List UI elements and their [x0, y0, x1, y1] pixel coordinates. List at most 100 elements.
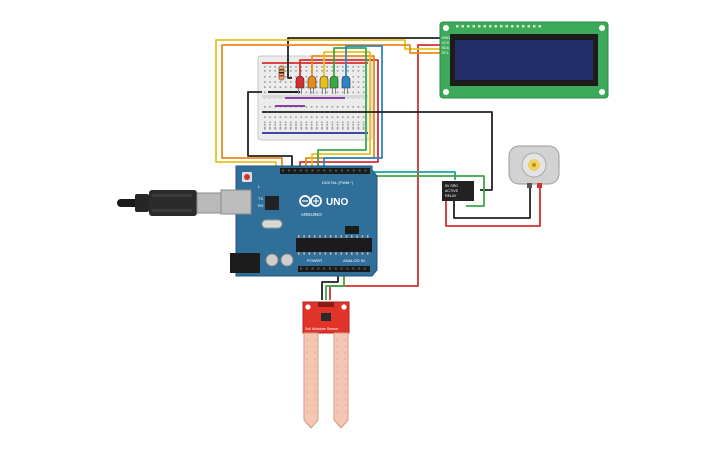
- breadboard-hole[interactable]: [316, 91, 318, 94]
- breadboard-hole[interactable]: [336, 91, 339, 94]
- breadboard-hole[interactable]: [336, 70, 339, 72]
- breadboard-hole[interactable]: [269, 81, 271, 83]
- breadboard-hole[interactable]: [336, 106, 339, 108]
- header-pin[interactable]: [329, 169, 332, 172]
- breadboard-hole[interactable]: [352, 91, 354, 94]
- breadboard-hole[interactable]: [284, 124, 287, 126]
- breadboard-hole[interactable]: [342, 106, 344, 108]
- breadboard-hole[interactable]: [279, 126, 282, 129]
- breadboard-hole[interactable]: [326, 128, 328, 130]
- breadboard-hole[interactable]: [321, 121, 323, 124]
- breadboard-hole[interactable]: [326, 126, 328, 129]
- breadboard-hole[interactable]: [342, 76, 344, 78]
- breadboard-hole[interactable]: [331, 121, 334, 124]
- breadboard-hole[interactable]: [269, 106, 271, 108]
- breadboard-hole[interactable]: [331, 70, 334, 72]
- breadboard-hole[interactable]: [321, 126, 323, 129]
- breadboard-hole[interactable]: [352, 86, 354, 88]
- header-pin[interactable]: [352, 169, 355, 172]
- breadboard-hole[interactable]: [264, 86, 266, 88]
- breadboard-hole[interactable]: [274, 126, 276, 129]
- breadboard-hole[interactable]: [269, 86, 271, 88]
- breadboard-hole[interactable]: [347, 70, 349, 72]
- breadboard-hole[interactable]: [274, 66, 276, 68]
- breadboard-hole[interactable]: [352, 106, 354, 108]
- breadboard-hole[interactable]: [321, 70, 323, 72]
- breadboard-hole[interactable]: [347, 128, 349, 130]
- breadboard-hole[interactable]: [331, 126, 334, 129]
- breadboard-hole[interactable]: [326, 70, 328, 72]
- header-pin[interactable]: [293, 169, 296, 172]
- breadboard-hole[interactable]: [316, 106, 318, 108]
- breadboard-hole[interactable]: [362, 106, 365, 108]
- breadboard-hole[interactable]: [362, 121, 365, 124]
- breadboard-hole[interactable]: [274, 116, 276, 118]
- breadboard-hole[interactable]: [321, 66, 323, 68]
- breadboard-hole[interactable]: [336, 124, 339, 126]
- header-pin[interactable]: [364, 169, 367, 172]
- breadboard-hole[interactable]: [336, 121, 339, 124]
- breadboard-hole[interactable]: [321, 128, 323, 130]
- breadboard-hole[interactable]: [310, 106, 313, 108]
- breadboard-hole[interactable]: [264, 91, 266, 94]
- header-pin[interactable]: [340, 267, 343, 270]
- header-pin[interactable]: [358, 169, 361, 172]
- breadboard-hole[interactable]: [284, 121, 287, 124]
- breadboard-hole[interactable]: [347, 106, 349, 108]
- breadboard-hole[interactable]: [357, 70, 360, 72]
- breadboard-hole[interactable]: [305, 81, 308, 83]
- breadboard-hole[interactable]: [316, 70, 318, 72]
- breadboard-hole[interactable]: [279, 116, 282, 118]
- breadboard-hole[interactable]: [331, 124, 334, 126]
- breadboard-hole[interactable]: [274, 81, 276, 83]
- breadboard-hole[interactable]: [342, 121, 344, 124]
- header-pin[interactable]: [352, 267, 355, 270]
- breadboard-hole[interactable]: [300, 116, 302, 118]
- breadboard-hole[interactable]: [342, 128, 344, 130]
- breadboard-hole[interactable]: [326, 76, 328, 78]
- breadboard-hole[interactable]: [264, 116, 266, 118]
- led[interactable]: [341, 75, 351, 89]
- breadboard-hole[interactable]: [331, 66, 334, 68]
- breadboard-hole[interactable]: [326, 91, 328, 94]
- breadboard-hole[interactable]: [357, 86, 360, 88]
- breadboard-hole[interactable]: [352, 128, 354, 130]
- breadboard-hole[interactable]: [290, 124, 292, 126]
- breadboard-hole[interactable]: [310, 124, 313, 126]
- breadboard-hole[interactable]: [290, 86, 292, 88]
- breadboard-hole[interactable]: [300, 128, 302, 130]
- breadboard-hole[interactable]: [357, 76, 360, 78]
- breadboard-hole[interactable]: [300, 70, 302, 72]
- breadboard-hole[interactable]: [305, 121, 308, 124]
- breadboard-hole[interactable]: [305, 91, 308, 94]
- breadboard-hole[interactable]: [352, 76, 354, 78]
- arduino-uno[interactable]: UNO ARDUINO DIGITAL (PWM~) POWER ANALOG …: [220, 165, 378, 277]
- breadboard-hole[interactable]: [321, 116, 323, 118]
- breadboard-hole[interactable]: [352, 66, 354, 68]
- breadboard-hole[interactable]: [347, 121, 349, 124]
- breadboard-hole[interactable]: [316, 66, 318, 68]
- breadboard-hole[interactable]: [347, 124, 349, 126]
- breadboard-hole[interactable]: [357, 124, 360, 126]
- header-pin[interactable]: [300, 267, 302, 270]
- breadboard-hole[interactable]: [284, 76, 287, 78]
- breadboard-hole[interactable]: [362, 76, 365, 78]
- breadboard-hole[interactable]: [347, 126, 349, 129]
- breadboard-hole[interactable]: [284, 86, 287, 88]
- breadboard-hole[interactable]: [352, 121, 354, 124]
- breadboard-hole[interactable]: [305, 70, 308, 72]
- breadboard-hole[interactable]: [331, 116, 334, 118]
- header-pin[interactable]: [323, 169, 326, 172]
- breadboard-hole[interactable]: [279, 81, 282, 83]
- breadboard-hole[interactable]: [279, 124, 282, 126]
- breadboard-hole[interactable]: [316, 128, 318, 130]
- breadboard-hole[interactable]: [264, 70, 266, 72]
- breadboard-hole[interactable]: [362, 124, 365, 126]
- breadboard-hole[interactable]: [290, 70, 292, 72]
- header-pin[interactable]: [305, 267, 308, 270]
- breadboard-hole[interactable]: [305, 128, 308, 130]
- breadboard-hole[interactable]: [362, 116, 365, 118]
- breadboard-hole[interactable]: [326, 124, 328, 126]
- reset-button-cap[interactable]: [244, 174, 250, 180]
